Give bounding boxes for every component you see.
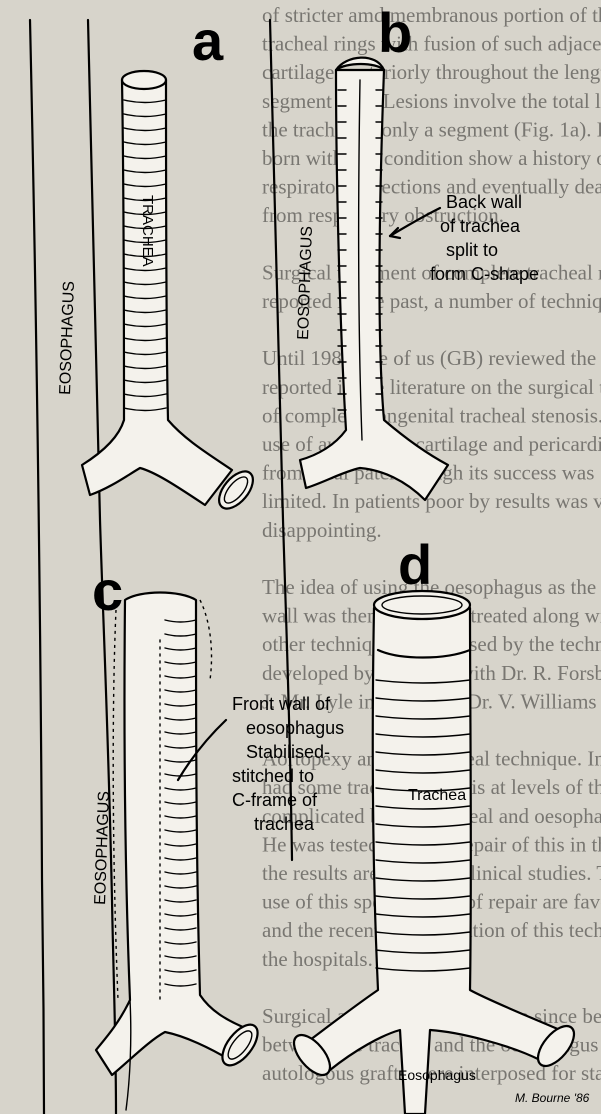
- panel-b-annotation-line-2: of trachea: [440, 216, 521, 236]
- panel-d-letter: d: [398, 533, 432, 596]
- panel-c-annotation-line-5: C-frame of: [232, 790, 318, 810]
- background-text-line: limited. In patients poor by results was…: [262, 489, 601, 513]
- background-text-line: cartilage posteriorly throughout the len…: [262, 60, 601, 84]
- background-text-line: the trachea or only a segment (Fig. 1a).…: [262, 117, 601, 141]
- panel-c-annotation-line-4: stitched to: [232, 766, 314, 786]
- panel-c-trachea: [96, 593, 250, 1076]
- panel-b-eosophagus-label: EOSOPHAGUS: [295, 226, 316, 340]
- background-text-line: of stricter amd membranous portion of th…: [262, 3, 601, 27]
- background-text-line: respiratory infections and eventually de…: [262, 175, 601, 199]
- panel-d-trachea-top-opening: [374, 591, 470, 619]
- background-text-line: tracheal rings with fusion of such adjac…: [262, 32, 601, 56]
- panel-c-annotation-line-6: trachea: [254, 814, 315, 834]
- panel-d-eosophagus-label: Eosophagus: [398, 1067, 476, 1083]
- panel-c-eosophagus-label: EOSOPHAGUS: [92, 791, 113, 905]
- background-text-line: disappointing.: [262, 518, 382, 542]
- panel-c-letter: c: [92, 559, 123, 622]
- panel-a-trachea-top-opening: [122, 71, 166, 89]
- background-text-line: segment area. Lesions involve the total …: [262, 89, 601, 113]
- panel-a-trachea-label: TRACHEA: [139, 195, 156, 267]
- panel-a-letter: a: [192, 9, 224, 72]
- artist-signature: M. Bourne '86: [515, 1091, 590, 1105]
- panel-b-letter: b: [378, 1, 412, 64]
- panel-a-eosophagus-label: EOSOPHAGUS: [57, 281, 78, 395]
- panel-c-annotation-line-1: Front wall of: [232, 694, 331, 714]
- background-text-line: reported in the literature on the surgic…: [262, 375, 601, 399]
- panel-b-annotation-line-1: Back wall: [446, 192, 522, 212]
- panel-b-annotation-line-3: split to: [446, 240, 498, 260]
- background-text-line: born with this condition show a history …: [262, 146, 601, 170]
- background-text-line: the hospitals.: [262, 947, 373, 971]
- background-text-line: Until 1982 one of us (GB) reviewed the c…: [262, 346, 601, 370]
- background-text-line: use of autologous cartilage and pericard…: [262, 432, 601, 456]
- panel-b-annotation: Back wall of trachea split to form C-sha…: [430, 192, 539, 284]
- panel-d-trachea-label: Trachea: [408, 787, 466, 804]
- panel-c-annotation-line-3: Stabilised-: [246, 742, 330, 762]
- panel-c-annotation-line-2: eosophagus: [246, 718, 344, 738]
- background-text-line: of complete congenital tracheal stenosis…: [262, 403, 601, 427]
- panel-b-annotation-line-4: form C-shape: [430, 264, 539, 284]
- panel-a-oesophagus-left-edge: [30, 20, 44, 1114]
